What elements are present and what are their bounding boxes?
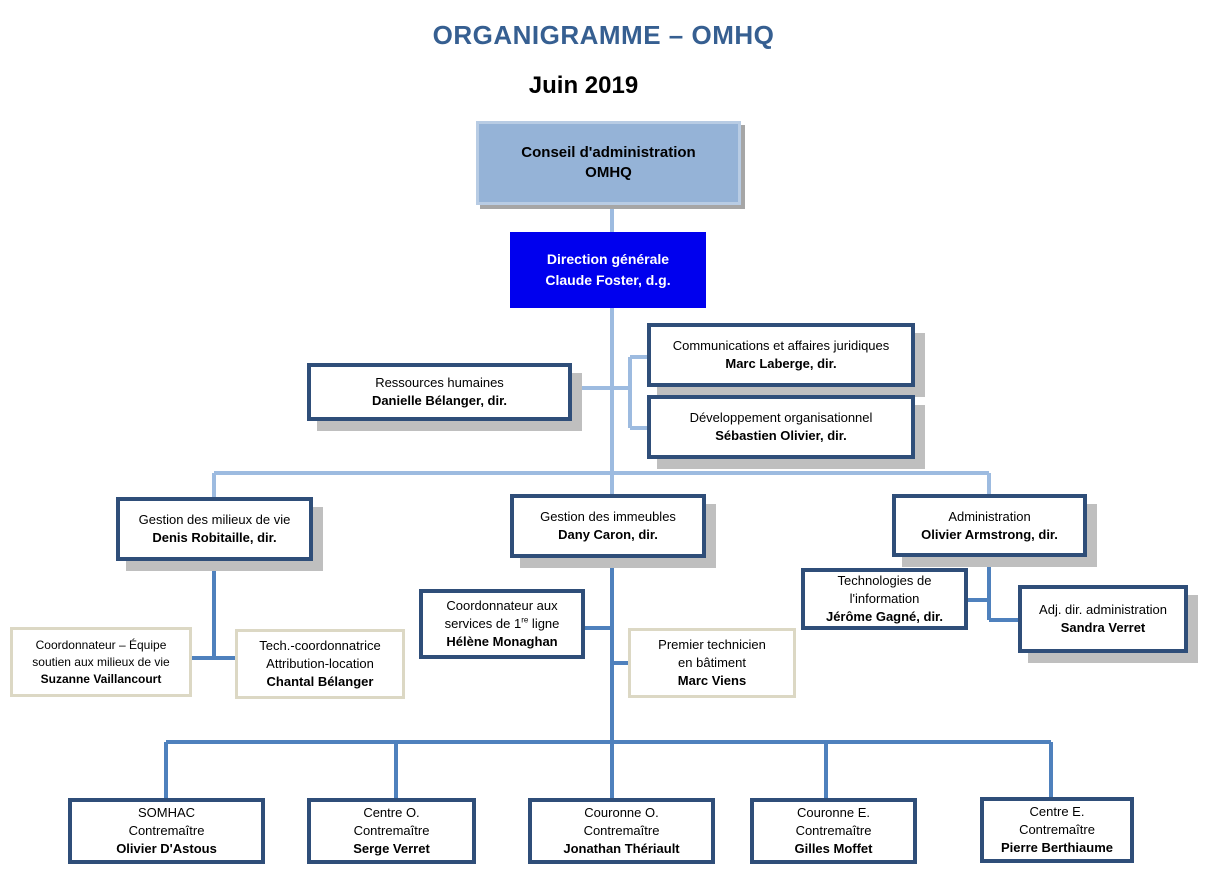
tech-coord-box: Tech.-coordonnatrice Attribution-locatio… bbox=[235, 629, 405, 699]
conseil-box: Conseil d'administration OMHQ bbox=[476, 121, 741, 205]
adj-administration-box: Adj. dir. administration Sandra Verret bbox=[1018, 585, 1188, 653]
coord-services-line2-post: ligne bbox=[528, 616, 560, 631]
coord-equipe-box: Coordonnateur – Équipe soutien aux milie… bbox=[10, 627, 192, 697]
coord-services-line2: services de 1re ligne bbox=[445, 615, 560, 633]
adj-admin-name: Sandra Verret bbox=[1060, 620, 1146, 635]
secteur-unit: Couronne E. bbox=[797, 805, 870, 820]
communications-unit: Communications et affaires juridiques bbox=[672, 338, 890, 353]
secteur-box: Couronne O. Contremaître Jonathan Théria… bbox=[528, 798, 715, 864]
secteur-name: Pierre Berthiaume bbox=[1001, 840, 1113, 855]
coord-services-name: Hélène Monaghan bbox=[446, 634, 558, 649]
administration-name: Olivier Armstrong, dir. bbox=[921, 526, 1058, 542]
secteur-name: Olivier D'Astous bbox=[116, 841, 217, 856]
coord-services-box: Coordonnateur aux services de 1re ligne … bbox=[419, 589, 585, 659]
communications-box: Communications et affaires juridiques Ma… bbox=[647, 323, 915, 387]
premier-tech-line2: en bâtiment bbox=[678, 655, 746, 670]
coord-services-line1: Coordonnateur aux bbox=[446, 598, 558, 613]
conseil-line2: OMHQ bbox=[585, 164, 632, 181]
communications-name: Marc Laberge, dir. bbox=[725, 356, 837, 371]
secteur-box: Centre O. Contremaître Serge Verret bbox=[307, 798, 476, 864]
developpement-box: Développement organisationnel Sébastien … bbox=[647, 395, 915, 459]
ressources-humaines-box: Ressources humaines Danielle Bélanger, d… bbox=[307, 363, 572, 421]
secteur-unit: Couronne O. bbox=[584, 805, 659, 820]
milieux-name: Denis Robitaille, dir. bbox=[152, 530, 277, 545]
techno-line2: l'information bbox=[849, 591, 920, 606]
tech-coord-line2: Attribution-location bbox=[266, 656, 374, 671]
secteur-role: Contremaître bbox=[795, 823, 872, 838]
immeubles-name: Dany Caron, dir. bbox=[558, 527, 658, 542]
adj-admin-unit: Adj. dir. administration bbox=[1039, 602, 1167, 617]
ressources-unit: Ressources humaines bbox=[375, 375, 504, 390]
administration-box: Administration Olivier Armstrong, dir. bbox=[892, 494, 1087, 557]
techno-line1: Technologies de bbox=[837, 573, 932, 588]
developpement-name: Sébastien Olivier, dir. bbox=[715, 428, 847, 443]
milieux-de-vie-box: Gestion des milieux de vie Denis Robitai… bbox=[116, 497, 313, 561]
immeubles-box: Gestion des immeubles Dany Caron, dir. bbox=[510, 494, 706, 558]
coord-services-line2-sup: re bbox=[521, 615, 529, 625]
technologies-box: Technologies de l'information Jérôme Gag… bbox=[801, 568, 968, 630]
secteur-unit: Centre O. bbox=[363, 805, 420, 820]
secteur-role: Contremaître bbox=[1019, 822, 1095, 837]
direction-line2: Claude Foster, d.g. bbox=[545, 272, 671, 288]
tech-coord-name: Chantal Bélanger bbox=[266, 674, 374, 689]
coord-equipe-line1: Coordonnateur – Équipe bbox=[35, 637, 167, 652]
coord-services-line2-pre: services de 1 bbox=[444, 616, 522, 631]
secteur-role: Contremaître bbox=[583, 823, 660, 838]
administration-unit: Administration bbox=[948, 508, 1031, 524]
direction-generale-box: Direction générale Claude Foster, d.g. bbox=[510, 232, 706, 308]
secteur-box: Couronne E. Contremaître Gilles Moffet bbox=[750, 798, 917, 864]
coord-equipe-name: Suzanne Vaillancourt bbox=[40, 671, 162, 686]
premier-tech-line1: Premier technicien bbox=[658, 637, 766, 652]
developpement-unit: Développement organisationnel bbox=[689, 410, 873, 425]
milieux-unit: Gestion des milieux de vie bbox=[138, 512, 291, 527]
premier-tech-name: Marc Viens bbox=[677, 673, 747, 688]
techno-name: Jérôme Gagné, dir. bbox=[825, 609, 944, 624]
secteur-box: SOMHAC Contremaître Olivier D'Astous bbox=[68, 798, 265, 864]
secteur-name: Serge Verret bbox=[353, 841, 430, 856]
conseil-line1: Conseil d'administration bbox=[521, 144, 696, 161]
secteur-name: Jonathan Thériault bbox=[563, 841, 680, 856]
secteur-role: Contremaître bbox=[353, 823, 430, 838]
secteur-name: Gilles Moffet bbox=[794, 841, 873, 856]
ressources-name: Danielle Bélanger, dir. bbox=[371, 393, 508, 408]
secteur-box: Centre E. Contremaître Pierre Berthiaume bbox=[980, 797, 1134, 863]
premier-technicien-box: Premier technicien en bâtiment Marc Vien… bbox=[628, 628, 796, 698]
secteur-unit: Centre E. bbox=[1029, 804, 1085, 819]
coord-equipe-line2: soutien aux milieux de vie bbox=[32, 654, 170, 669]
secteur-role: Contremaître bbox=[128, 823, 205, 838]
direction-line1: Direction générale bbox=[546, 251, 670, 267]
immeubles-unit: Gestion des immeubles bbox=[540, 509, 676, 524]
secteur-unit: SOMHAC bbox=[137, 805, 196, 820]
tech-coord-line1: Tech.-coordonnatrice bbox=[259, 638, 381, 653]
chart-subtitle: Juin 2019 bbox=[528, 72, 639, 99]
chart-title: ORGANIGRAMME – OMHQ bbox=[432, 20, 775, 50]
